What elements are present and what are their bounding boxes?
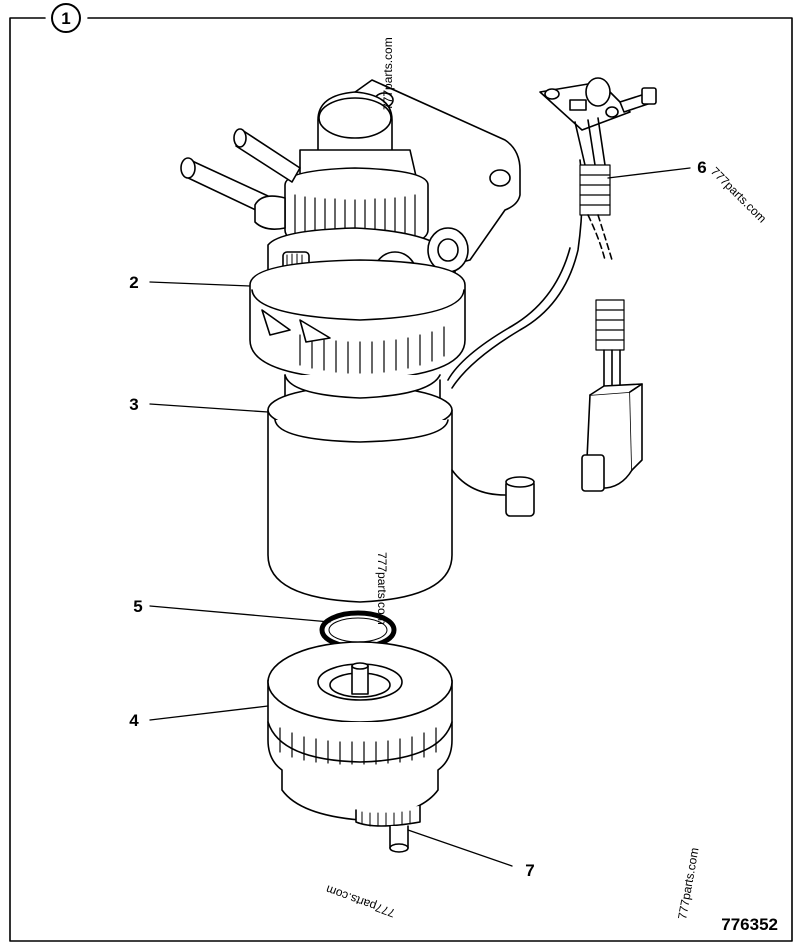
- callout-7: 7: [525, 861, 534, 880]
- locking-ring: [249, 259, 466, 381]
- watermark: 777parts.com: [324, 882, 397, 920]
- callout-3: 3: [129, 395, 138, 414]
- drain-tap: [355, 805, 421, 853]
- watermark: 777parts.com: [675, 846, 701, 920]
- callout-2: 2: [129, 273, 138, 292]
- filter-element: [267, 374, 453, 603]
- watermark: 777parts.com: [381, 37, 395, 110]
- callouts: 2 3 5 4 6 7: [129, 158, 706, 880]
- callout-6: 6: [697, 158, 706, 177]
- index-badge: 1: [51, 3, 81, 33]
- drawing-frame: [9, 17, 793, 942]
- watermark: 777parts.com: [375, 552, 389, 625]
- watermark: 777parts.com: [708, 164, 769, 225]
- callout-4: 4: [129, 711, 139, 730]
- index-label: 1: [61, 9, 70, 28]
- wiring-harness: [447, 77, 657, 517]
- separator-bowl: [267, 641, 453, 821]
- leader-lines: [149, 167, 691, 867]
- callout-5: 5: [133, 597, 142, 616]
- drawing-number: 776352: [721, 915, 778, 934]
